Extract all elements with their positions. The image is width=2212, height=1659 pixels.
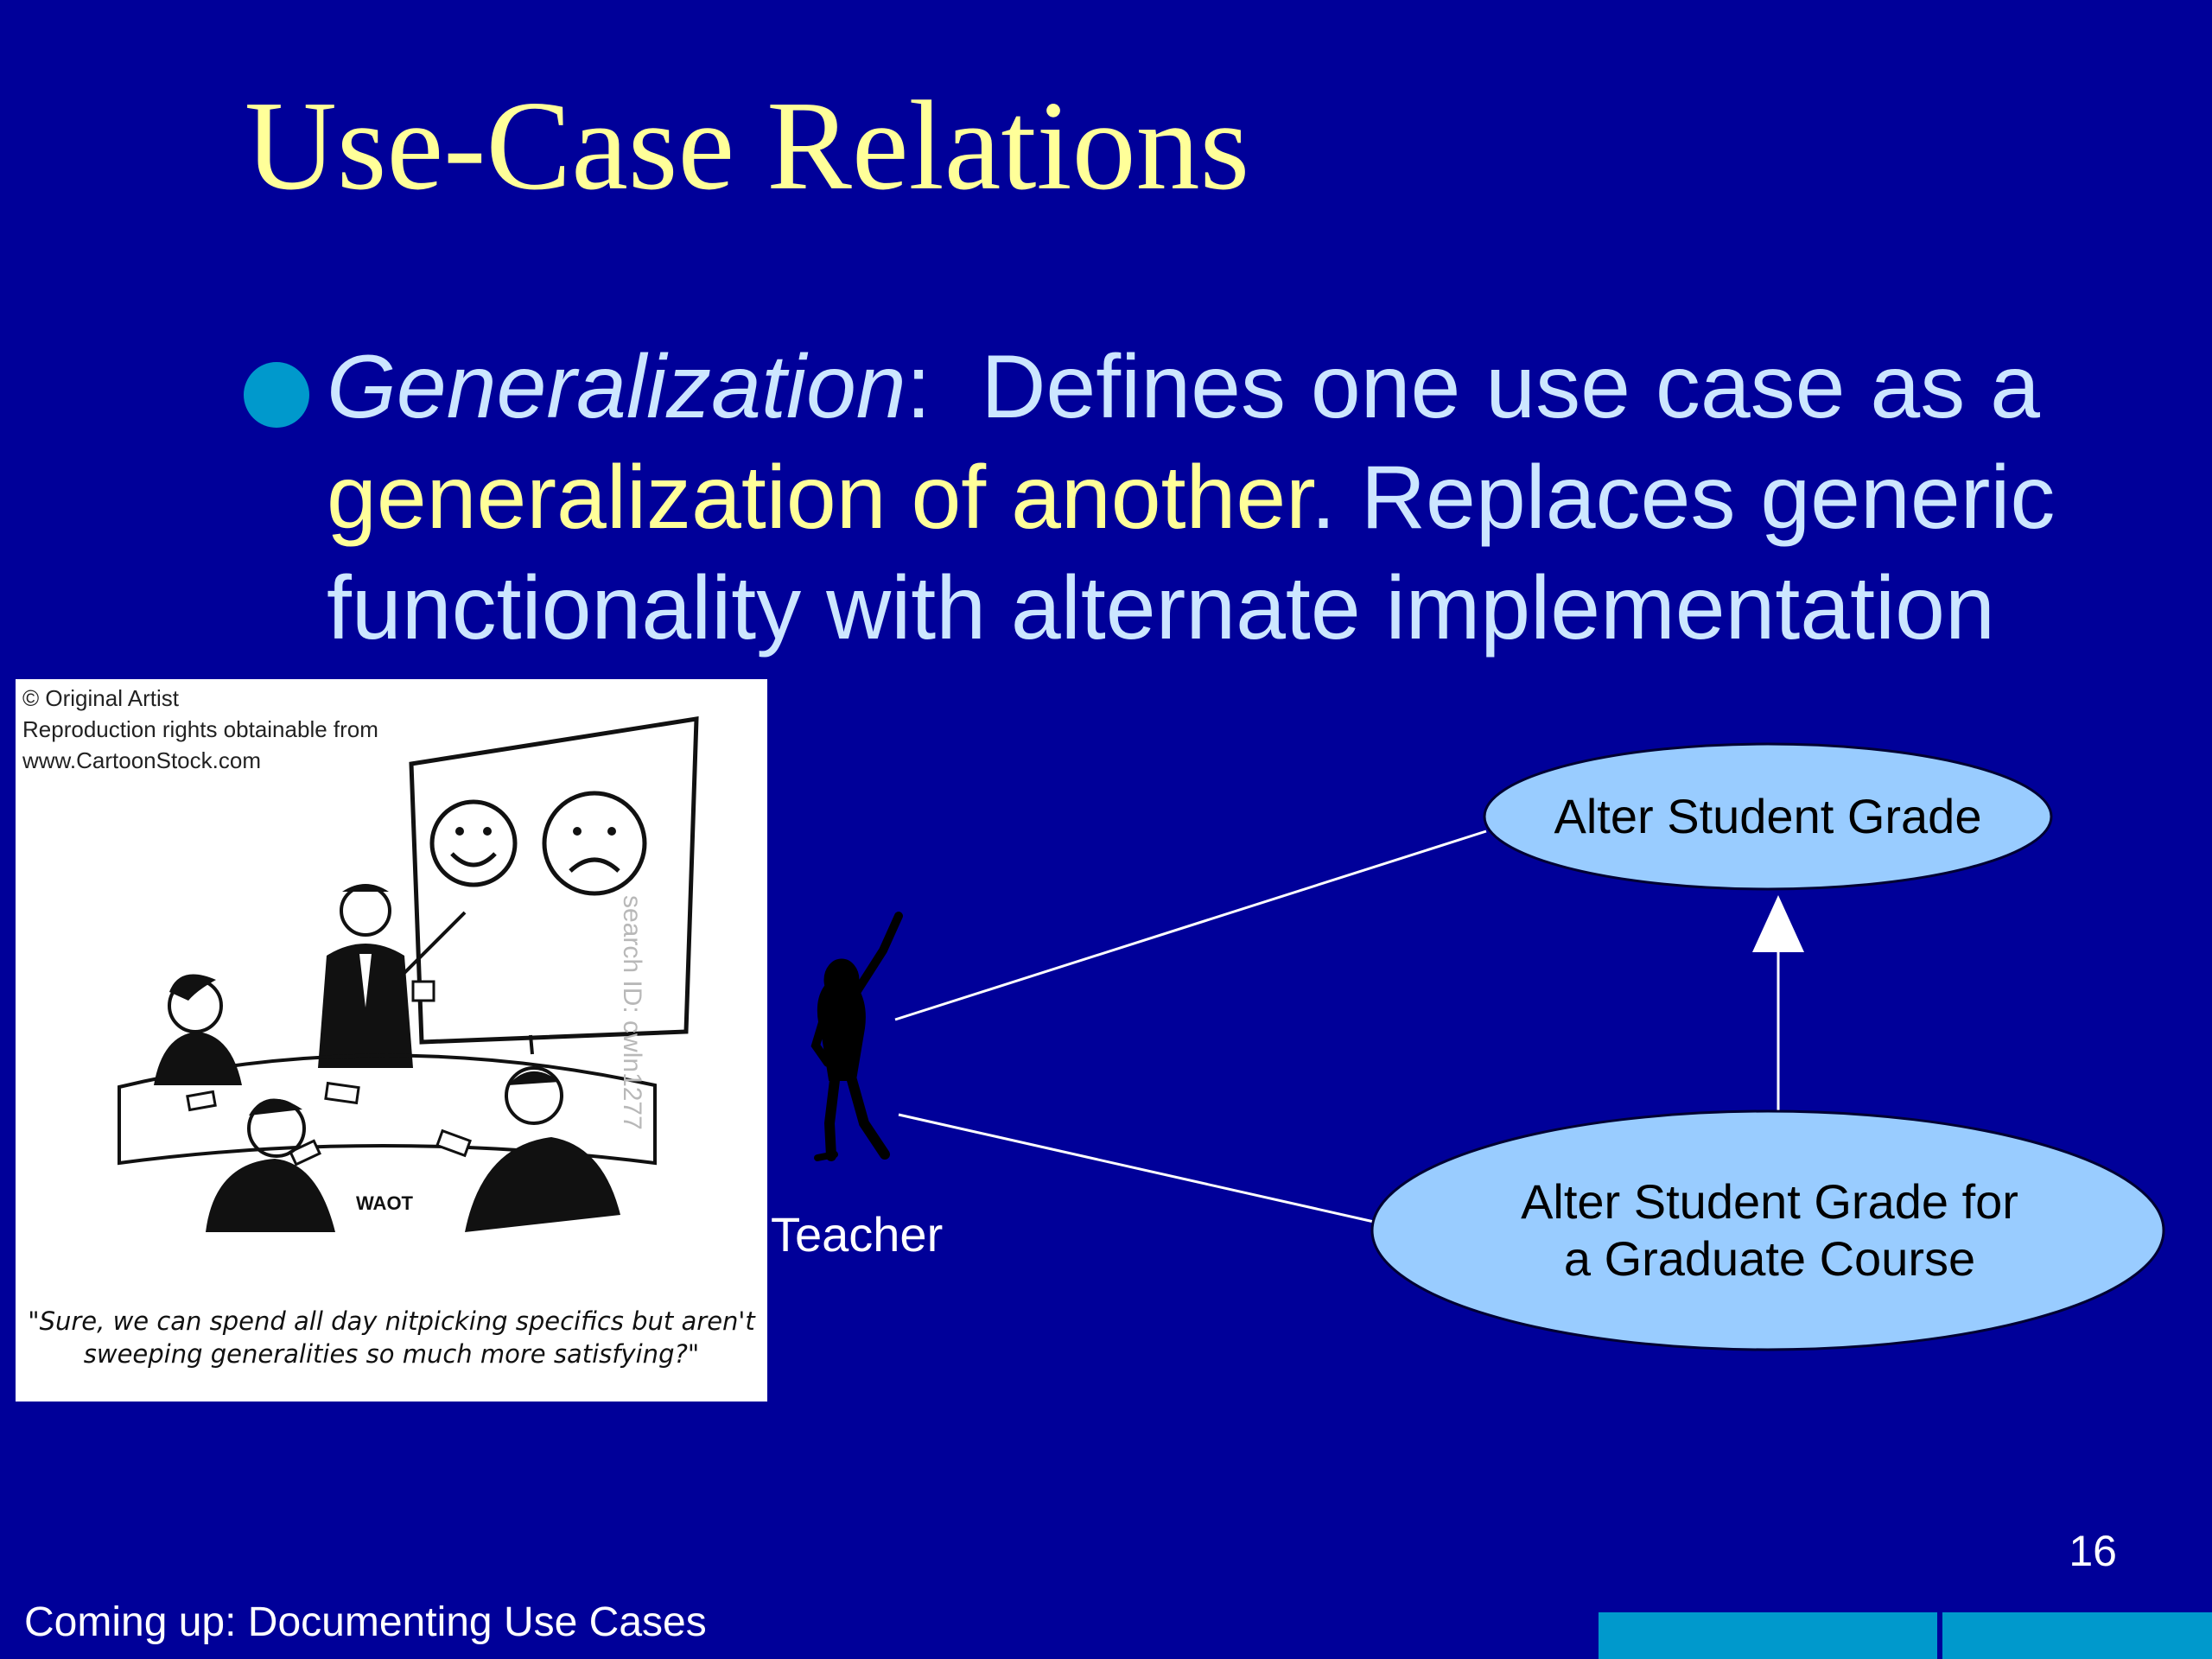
bullet-text-part1: Defines one use case as a xyxy=(931,337,2065,437)
use-case-specific-line: a Graduate Course xyxy=(1563,1231,1976,1286)
actor-label: Teacher xyxy=(771,1207,944,1262)
bullet-highlight: generalization of another xyxy=(327,448,1312,548)
cartoon-credit: © Original Artist Reproduction rights ob… xyxy=(22,683,378,776)
footer-text: Coming up: Documenting Use Cases xyxy=(24,1599,707,1645)
bullet-text-part2: . Replaces generic functionality with al… xyxy=(327,448,2056,658)
bullet-colon: : xyxy=(906,337,931,437)
use-case-general xyxy=(1483,742,2053,891)
use-case-specific-label: Alter Student Grade for a Graduate Cours… xyxy=(1374,1173,2165,1287)
bullet-term: Generalization xyxy=(327,337,906,437)
use-case-general-label: Alter Student Grade xyxy=(1554,789,1982,843)
bullet-text: Generalization: Defines one use case as … xyxy=(327,332,2158,664)
use-case-specific xyxy=(1370,1109,2165,1351)
generalization-arrowhead xyxy=(1752,895,1804,952)
cartoon-caption: "Sure, we can spend all day nitpicking s… xyxy=(28,1306,755,1369)
use-case-specific-line: Alter Student Grade for xyxy=(1521,1174,2018,1229)
credit-line: www.CartoonStock.com xyxy=(22,747,261,773)
page-number: 16 xyxy=(2069,1527,2117,1575)
cartoon-image: © Original Artist Reproduction rights ob… xyxy=(16,679,767,1402)
teacher-actor-icon xyxy=(810,912,903,1161)
cartoon-drawing xyxy=(118,716,699,1232)
credit-line: Reproduction rights obtainable from xyxy=(22,716,378,742)
slide-title: Use-Case Relations xyxy=(245,75,1250,217)
credit-line: © Original Artist xyxy=(22,685,179,711)
bullet-dot xyxy=(244,362,309,428)
footer-bar-right xyxy=(1942,1612,2212,1659)
cartoon-signature: WAOT xyxy=(356,1192,413,1214)
association-line-general xyxy=(894,830,1487,1021)
footer-bar-left xyxy=(1599,1612,1937,1659)
association-line-specific xyxy=(898,1113,1375,1224)
